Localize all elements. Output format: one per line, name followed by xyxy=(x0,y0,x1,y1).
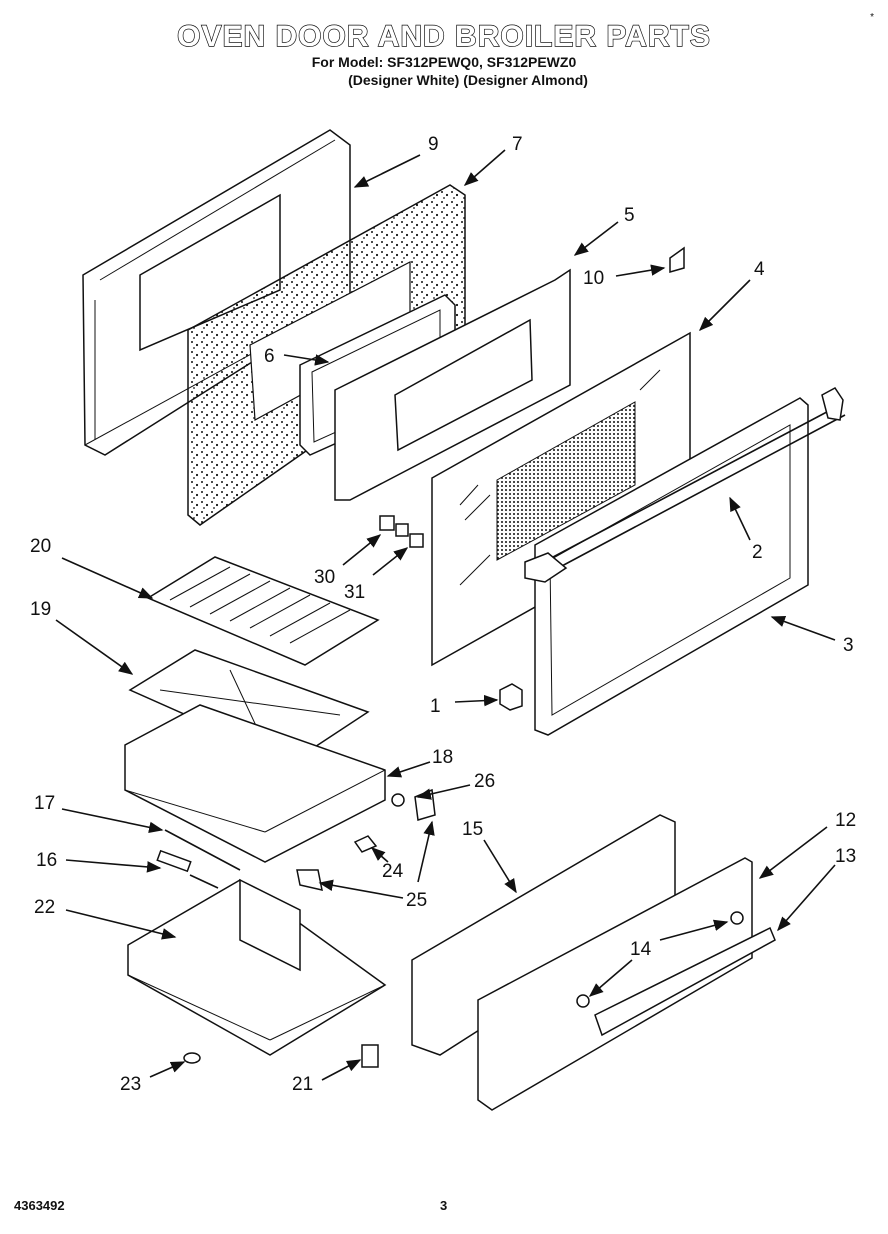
callout-4: 4 xyxy=(754,259,765,280)
callout-26: 26 xyxy=(474,771,495,792)
callout-18: 18 xyxy=(432,747,453,768)
page-number: 3 xyxy=(440,1198,448,1213)
callout-5: 5 xyxy=(624,205,635,226)
model-colors: (Designer White) (Designer Almond) xyxy=(348,72,588,88)
drawer-front-part xyxy=(477,857,776,1111)
callout-23: 23 xyxy=(120,1074,141,1095)
callout-17: 17 xyxy=(34,793,55,814)
model-numbers: For Model: SF312PEWQ0, SF312PEWZ0 xyxy=(311,54,577,70)
callout-16: 16 xyxy=(36,850,57,871)
document-number: 4363492 xyxy=(14,1198,65,1213)
callout-10: 10 xyxy=(583,268,604,289)
callout-6: 6 xyxy=(264,346,275,367)
callout-24: 24 xyxy=(382,861,404,882)
callout-12: 12 xyxy=(835,810,856,831)
handle-spacer-parts xyxy=(576,911,744,1008)
callout-20: 20 xyxy=(30,536,51,557)
callout-30: 30 xyxy=(314,567,335,588)
callout-25: 25 xyxy=(406,890,427,911)
callout-21: 21 xyxy=(292,1074,313,1095)
outer-door-glass-part xyxy=(431,331,691,667)
callout-22: 22 xyxy=(34,897,55,918)
hinge-bracket-part xyxy=(669,246,685,273)
broiler-pan-part xyxy=(124,704,386,863)
callout-15: 15 xyxy=(462,819,483,840)
callout-7: 7 xyxy=(512,134,523,155)
callout-31: 31 xyxy=(344,582,365,603)
callout-3: 3 xyxy=(843,635,854,656)
callout-leaders xyxy=(55,149,836,1081)
callout-13: 13 xyxy=(835,846,856,867)
page-title: OVEN DOOR AND BROILER PARTS xyxy=(176,19,711,53)
broiler-grid-part xyxy=(146,556,380,666)
callout-19: 19 xyxy=(30,599,51,620)
callout-9: 9 xyxy=(428,134,439,155)
door-clip-parts xyxy=(379,515,424,548)
door-liner-part xyxy=(334,268,571,501)
corner-mark: * xyxy=(870,12,874,23)
callout-14: 14 xyxy=(630,939,652,960)
callout-1: 1 xyxy=(430,696,441,717)
door-stop-clip-part xyxy=(499,683,523,711)
drawer-hardware-parts xyxy=(183,1044,379,1068)
outer-door-frame-part xyxy=(524,387,846,736)
broiler-drawer-body-part xyxy=(127,878,387,1056)
callout-2: 2 xyxy=(752,542,763,563)
broiler-rod-and-spring-parts xyxy=(156,829,241,889)
